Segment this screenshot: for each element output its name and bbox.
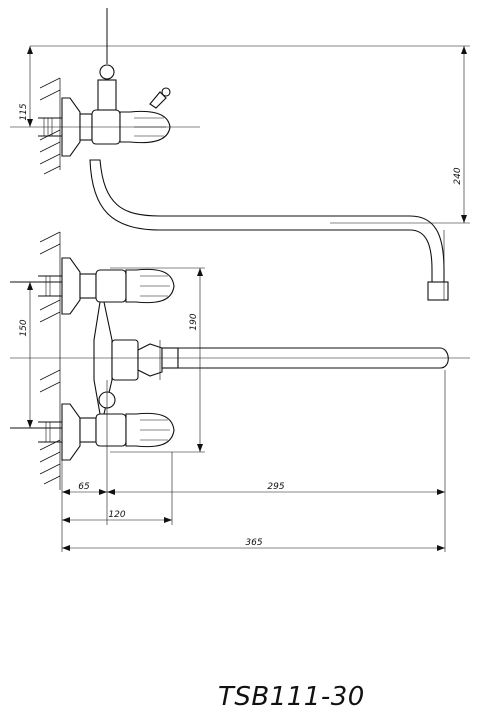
dim-label-65: 65 bbox=[78, 482, 90, 492]
wall-hatching-bottom bbox=[39, 231, 61, 490]
mixer-body-and-short-spout bbox=[93, 301, 449, 415]
dimension-365: 365 bbox=[62, 538, 445, 551]
dimension-120: 120 bbox=[62, 510, 172, 523]
dim-label-115: 115 bbox=[19, 103, 29, 120]
dimension-150: 150 bbox=[19, 282, 33, 428]
dim-label-150: 150 bbox=[19, 319, 29, 336]
model-label: TSB111-30 bbox=[218, 682, 365, 712]
dimension-295: 295 bbox=[107, 482, 445, 495]
dim-label-120: 120 bbox=[108, 510, 125, 520]
mixer-unit-cold bbox=[10, 403, 175, 461]
dim-label-190: 190 bbox=[189, 313, 199, 330]
dim-label-295: 295 bbox=[267, 482, 284, 492]
wall-hatching-top bbox=[39, 77, 61, 175]
extension-lines bbox=[10, 45, 470, 552]
dimension-190: 190 bbox=[189, 268, 203, 452]
dim-label-240: 240 bbox=[453, 167, 463, 184]
dimension-115: 115 bbox=[19, 46, 33, 127]
dim-label-365: 365 bbox=[245, 538, 262, 548]
dimension-65: 65 bbox=[62, 482, 107, 495]
mixer-unit-hot bbox=[10, 257, 175, 315]
long-spout bbox=[89, 159, 449, 301]
shower-diverter-unit bbox=[38, 8, 171, 157]
dimension-240: 240 bbox=[453, 46, 467, 223]
